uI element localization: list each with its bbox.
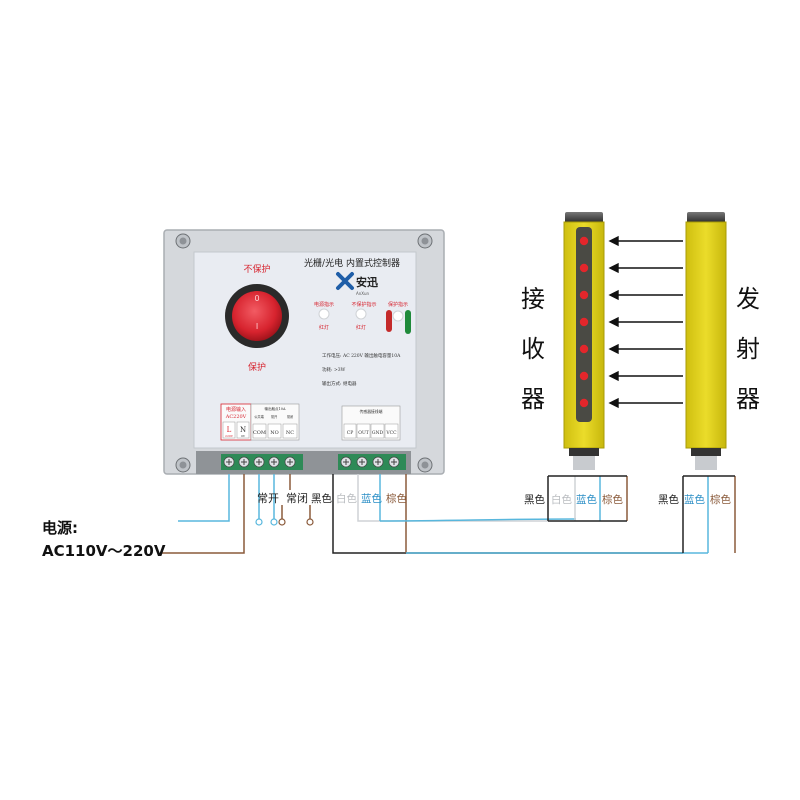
relay-no-label: 常开 <box>271 414 278 419</box>
brand-sub: AnXun <box>356 291 370 296</box>
spec-voltage: 工作电压: AC 220V 输出触电容量10A <box>322 352 401 359</box>
transmitter-cap-bottom <box>691 448 721 456</box>
switch-mark-on: I <box>256 322 258 331</box>
terminal-label-out: OUT <box>358 430 368 436</box>
receiver-led-icon <box>579 236 589 408</box>
transmitter-char-3: 器 <box>736 385 760 413</box>
receiver-char-2: 收 <box>521 335 545 363</box>
wire-power-l <box>178 474 230 522</box>
receiver-cap-bottom <box>569 448 599 456</box>
receiver-cap-top <box>565 212 603 224</box>
switch-label-protect: 保护 <box>248 361 266 373</box>
terminal-label-com: COM <box>253 430 266 436</box>
terminal-label-n: N <box>240 426 246 434</box>
terminal-label-gnd: GND <box>372 430 384 436</box>
indicator-green-led <box>405 310 411 334</box>
indicator-white-led <box>392 310 404 322</box>
transmitter-body <box>685 221 727 449</box>
tx-label-black: 黑色 <box>658 493 679 506</box>
rx-label-black: 黑色 <box>524 493 545 506</box>
switch-mark-off: 0 <box>254 294 259 303</box>
brand-name: 安迅 <box>356 275 378 289</box>
terminal-label-nc: NC <box>286 430 294 436</box>
tx-label-brown: 棕色 <box>710 493 731 506</box>
power-input-title: 电源输入 <box>226 406 246 413</box>
brand-logo-icon <box>336 272 354 290</box>
indicator-power-led <box>318 308 330 320</box>
controller-title: 光栅/光电 内置式控制器 <box>304 257 400 269</box>
terminal-sub-n: 0V <box>241 434 246 438</box>
wire-white <box>357 474 548 522</box>
rx-label-brown: 棕色 <box>602 493 623 506</box>
transmitter-light-curtain <box>685 212 727 470</box>
receiver-gland <box>573 456 595 470</box>
transmitter-char-1: 发 <box>736 285 760 313</box>
power-input-block: 电源输入 AC220V L N 220V 0V <box>220 403 252 441</box>
relay-output-block: 输出触点10A 公共端 常开 常闭 COM NO NC <box>250 403 300 441</box>
indicator-power-sub: 红灯 <box>319 324 329 331</box>
power-voltage: AC110V～220V <box>42 542 166 560</box>
rx-label-white: 白色 <box>551 493 572 506</box>
transmitter-gland <box>695 456 717 470</box>
terminal-label-vcc: VCC <box>385 430 397 436</box>
ctrl-wire-label-brown: 棕色 <box>386 492 407 505</box>
terminal-sub-l: 220V <box>225 434 234 438</box>
sensor-block-title: 传感器接线端 <box>360 409 383 414</box>
indicator-power-label: 电源指示 <box>314 301 334 308</box>
indicator-protect-label: 保护指示 <box>388 301 408 308</box>
receiver-char-3: 器 <box>521 385 545 413</box>
terminal-screws-right <box>338 454 406 470</box>
terminal-label-no: NO <box>270 430 278 436</box>
ctrl-wire-label-blue: 蓝色 <box>361 492 382 505</box>
rx-label-blue: 蓝色 <box>576 493 597 506</box>
receiver-char-1: 接 <box>521 285 545 313</box>
terminal-label-l: L <box>227 426 232 434</box>
rocker-switch[interactable] <box>232 291 282 341</box>
terminal-label-cp: CP <box>347 430 353 436</box>
relay-title: 输出触点10A <box>265 406 286 411</box>
screw-icon <box>175 233 433 473</box>
transmitter-char-2: 射 <box>736 335 760 363</box>
ctrl-wire-label-white: 白色 <box>336 492 357 505</box>
indicator-red-led <box>386 310 392 332</box>
wires <box>160 474 736 554</box>
receiver-light-curtain <box>563 212 605 470</box>
power-input-sub: AC220V <box>225 414 247 420</box>
wire-power-n <box>160 474 245 554</box>
wire-blue-link <box>379 518 577 522</box>
relay-common-label: 公共端 <box>254 414 264 419</box>
sensor-terminal-block: 传感器接线端 CP OUT GND VCC <box>341 405 401 441</box>
wire-black-bus <box>332 474 683 554</box>
spec-output: 输出方式: 继电器 <box>322 380 357 387</box>
ctrl-wire-label-black: 黑色 <box>311 492 332 505</box>
controller-box: 光栅/光电 内置式控制器 安迅 AnXun 不保护 0 I 保护 电源指示 不保… <box>163 229 445 475</box>
arrow-icon <box>608 235 683 409</box>
indicator-unprotect-label: 不保护指示 <box>351 301 376 308</box>
terminal-screw-icon[interactable] <box>223 456 400 468</box>
transmitter-cap-top <box>687 212 725 224</box>
switch-label-unprotect: 不保护 <box>243 263 270 275</box>
spec-power: 功耗: >3W <box>322 366 346 373</box>
label-normally-open: 常开 <box>257 492 279 505</box>
label-normally-closed: 常闭 <box>286 492 308 505</box>
indicator-unprotect-led <box>355 308 367 320</box>
indicator-unprotect-sub: 红灯 <box>356 324 366 331</box>
power-label: 电源: <box>42 519 78 537</box>
relay-contact-icon <box>255 518 314 526</box>
tx-label-blue: 蓝色 <box>684 493 705 506</box>
relay-nc-label: 常闭 <box>287 414 293 419</box>
